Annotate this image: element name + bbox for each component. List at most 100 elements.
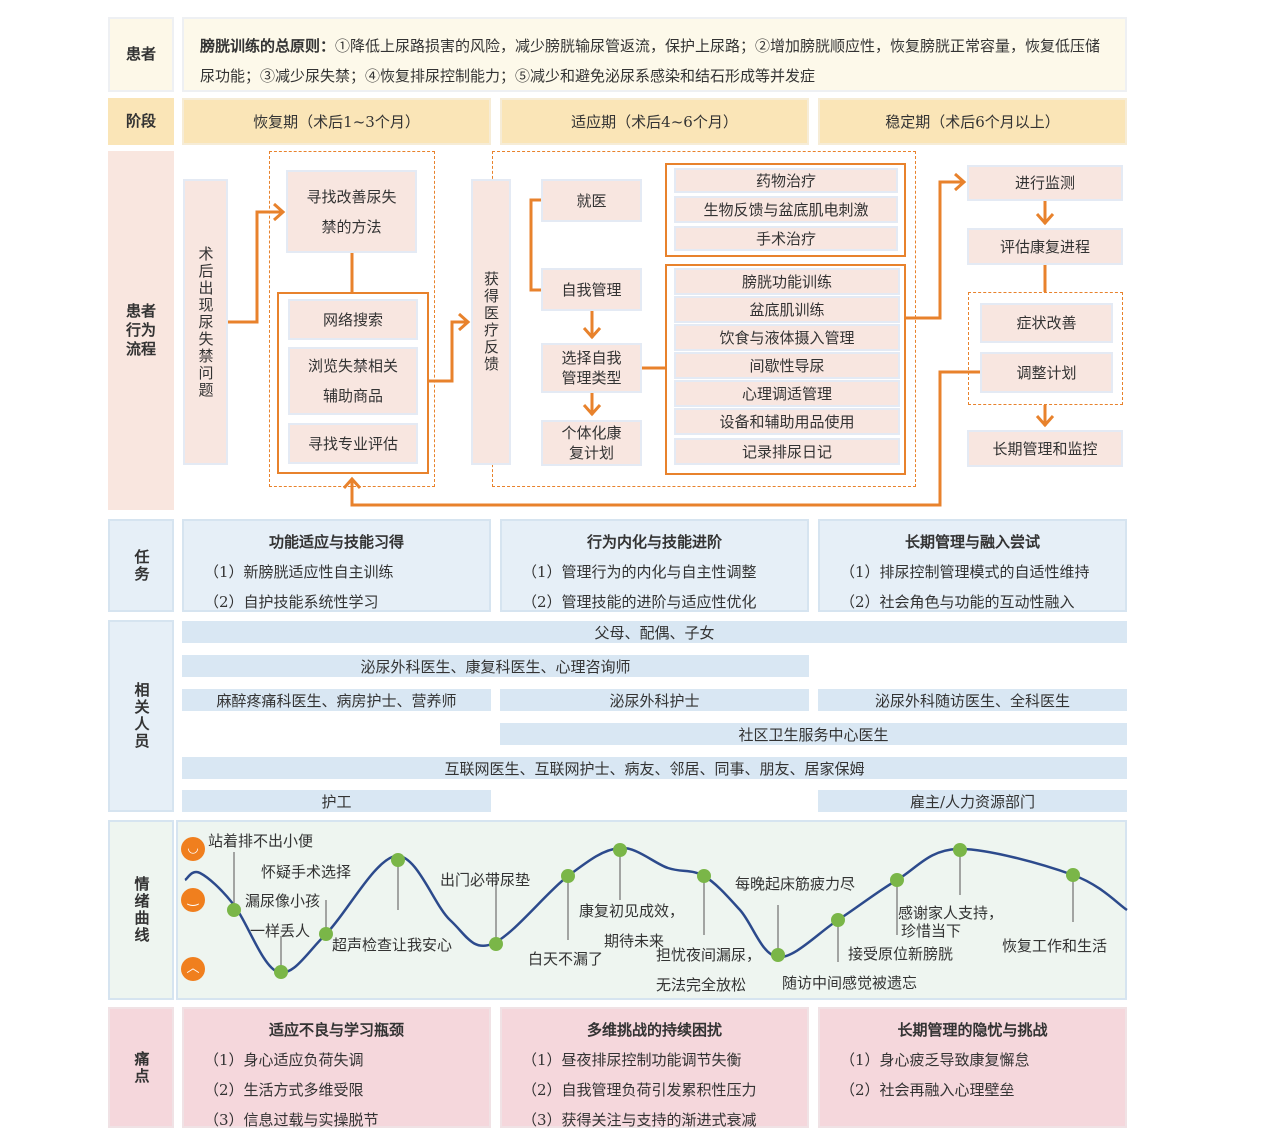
people-label: 相关人员 — [108, 620, 174, 812]
event-dot — [890, 873, 904, 887]
pain-line: （3）信息过载与实操脱节 — [204, 1111, 379, 1129]
pain-line: （1）身心适应负荷失调 — [204, 1051, 364, 1069]
self-mgmt-item: 设备和辅助用品使用 — [674, 408, 900, 435]
task-title: 长期管理与融入尝试 — [904, 533, 1040, 551]
event-dot — [391, 853, 405, 867]
event-label: 超声检查让我安心 — [332, 936, 453, 954]
adjust-plan-box: 调整计划 — [980, 352, 1113, 393]
event-dot — [1066, 868, 1080, 882]
people-doctors: 泌尿外科医生、康复科医生、心理咨询师 — [182, 655, 809, 677]
pain-line: （1）昼夜排尿控制功能调节失衡 — [522, 1051, 742, 1069]
search-group — [277, 292, 429, 474]
treatment-item: 手术治疗 — [674, 226, 898, 251]
task-card: 功能适应与技能习得 （1）新膀胱适应性自主训练 （2）自护技能系统性学习 — [182, 519, 491, 612]
self-mgmt-item: 心理调适管理 — [674, 380, 900, 407]
pain-title: 长期管理的隐忧与挑战 — [897, 1021, 1048, 1039]
choose-type-box: 选择自我管理类型 — [541, 343, 642, 393]
pain-line: （1）身心疲乏导致康复懈怠 — [840, 1051, 1030, 1069]
people-ward: 麻醉疼痛科医生、病房护士、营养师 — [182, 689, 491, 711]
dashed-group-3 — [968, 292, 1123, 405]
people-caregiver: 护工 — [182, 790, 491, 812]
event-label: 出门必带尿垫 — [440, 871, 531, 889]
self-mgmt-item: 盆底肌训练 — [674, 296, 900, 323]
visit-doctor-box: 就医 — [541, 179, 642, 222]
task-line: （1）管理行为的内化与自主性调整 — [522, 563, 757, 581]
pain-card: 适应不良与学习瓶颈 （1）身心适应负荷失调 （2）生活方式多维受限 （3）信息过载与实… — [182, 1007, 491, 1129]
event-label: 康复初见成效， — [579, 902, 685, 920]
event-label: 每晚起床筋疲力尽 — [735, 875, 856, 893]
happy-face-icon: ◡ — [181, 837, 205, 861]
evaluate-box: 评估康复进程 — [967, 228, 1123, 265]
patient-label: 患者 — [108, 17, 174, 92]
event-dot — [613, 843, 627, 857]
pain-title: 多维挑战的持续困扰 — [586, 1021, 722, 1039]
pain-line: （2）社会再融入心理壁垒 — [840, 1081, 1015, 1099]
personal-plan-box: 个体化康复计划 — [541, 420, 642, 466]
event-label: 白天不漏了 — [528, 950, 604, 968]
event-label: 怀疑手术选择 — [261, 863, 352, 881]
people-urology-nurse: 泌尿外科护士 — [500, 689, 809, 711]
task-card: 长期管理与融入尝试（1）排尿控制管理模式的自适性维持（2）社会角色与功能的互动性… — [818, 519, 1127, 612]
task-line: （2）社会角色与功能的互动性融入 — [840, 593, 1075, 611]
professional-eval-box: 寻找专业评估 — [288, 423, 418, 464]
task-card: 行为内化与技能进阶（1）管理行为的内化与自主性调整（2）管理技能的进阶与适应性优… — [500, 519, 809, 612]
self-mgmt-item: 间歇性导尿 — [674, 352, 900, 379]
treatment-item: 药物治疗 — [674, 168, 898, 193]
task-line: （2）自护技能系统性学习 — [204, 593, 379, 611]
long-term-box: 长期管理和监控 — [967, 430, 1123, 467]
stage-recovery: 恢复期（术后1~3个月） — [182, 98, 491, 145]
flow-connectors — [228, 172, 1055, 507]
self-management-box: 自我管理 — [541, 268, 642, 311]
event-label: 期待未来 — [604, 932, 665, 950]
principle-box: 膀胱训练的总原则：①降低上尿路损害的风险，减少膀胱输尿管返流，保护上尿路；②增加… — [182, 17, 1127, 92]
event-dot — [953, 843, 967, 857]
treatment-item: 生物反馈与盆底肌电刺激 — [674, 196, 898, 223]
stage-label: 阶段 — [108, 98, 174, 145]
event-dot — [489, 937, 503, 951]
event-dot — [771, 948, 785, 962]
task-title: 行为内化与技能进阶 — [586, 533, 722, 551]
pain-label: 痛点 — [108, 1007, 174, 1128]
stage-adaptation: 适应期（术后4~6个月） — [500, 98, 809, 145]
flow-label: 患者行为流程 — [108, 151, 174, 510]
event-label: 接受原位新膀胱 — [848, 945, 954, 963]
event-label: 恢复工作和生活 — [1002, 937, 1108, 955]
pain-card: 多维挑战的持续困扰 （1）昼夜排尿控制功能调节失衡 （2）自我管理负荷引发累积性压力… — [500, 1007, 809, 1129]
event-dot — [227, 903, 241, 917]
problem-box: 术后出现尿失禁问题 — [183, 179, 228, 465]
self-items-group — [665, 264, 906, 475]
event-dot — [697, 869, 711, 883]
event-label: 担忧夜间漏尿， — [656, 946, 762, 964]
pain-title: 适应不良与学习瓶颈 — [268, 1021, 404, 1039]
feedback-box: 获得医疗反馈 — [471, 179, 511, 465]
treatment-group — [665, 163, 906, 257]
event-dot — [319, 927, 333, 941]
people-followup: 泌尿外科随访医生、全科医生 — [818, 689, 1127, 711]
angry-face-icon: ︿ — [181, 957, 205, 981]
event-dot — [831, 913, 845, 927]
task-title: 功能适应与技能习得 — [268, 533, 404, 551]
tasks-label: 任务 — [108, 519, 174, 612]
event-dot — [561, 869, 575, 883]
seek-method-box: 寻找改善尿失禁的方法 — [286, 170, 417, 253]
browse-products-box: 浏览失禁相关辅助商品 — [288, 347, 418, 415]
people-internet: 互联网医生、互联网护士、病友、邻居、同事、朋友、居家保姆 — [182, 757, 1127, 779]
emotion-label: 情绪曲线 — [108, 820, 174, 1000]
pain-line: （2）生活方式多维受限 — [204, 1081, 364, 1099]
self-mgmt-item: 记录排尿日记 — [674, 438, 900, 465]
event-label: 随访中间感觉被遗忘 — [782, 974, 918, 992]
self-mgmt-item: 饮食与液体摄入管理 — [674, 324, 900, 351]
event-label: 站着排不出小便 — [208, 832, 314, 850]
monitor-box: 进行监测 — [967, 165, 1123, 201]
event-label: 感谢家人支持， — [898, 904, 1004, 922]
people-family: 父母、配偶、子女 — [182, 621, 1127, 643]
web-search-box: 网络搜索 — [288, 299, 418, 340]
people-community: 社区卫生服务中心医生 — [500, 723, 1127, 745]
stage-stable: 稳定期（术后6个月以上） — [818, 98, 1127, 145]
pain-line: （2）自我管理负荷引发累积性压力 — [522, 1081, 757, 1099]
task-line: （1）新膀胱适应性自主训练 — [204, 563, 394, 581]
improve-box: 症状改善 — [980, 303, 1113, 343]
emotion-area — [176, 820, 1127, 1000]
pain-card: 长期管理的隐忧与挑战 （1）身心疲乏导致康复懈怠 （2）社会再融入心理壁垒 — [818, 1007, 1127, 1128]
